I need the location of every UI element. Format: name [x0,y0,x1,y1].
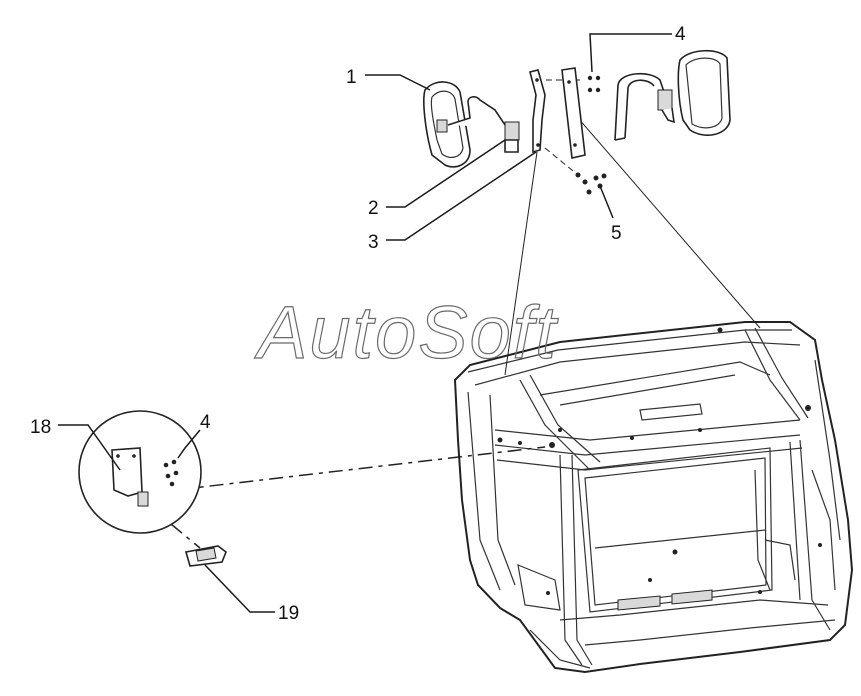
callout-3: 3 [368,232,379,253]
callout-2: 2 [368,198,379,219]
mount-plate [544,67,601,176]
callout-18: 18 [30,417,51,438]
lamp-part [184,545,227,567]
callout-4-left: 4 [200,412,211,433]
mirror-mount-bracket [529,69,580,154]
callout-leaders [58,33,672,613]
callout-19: 19 [278,603,299,624]
watermark-text: AutoSoft [254,291,559,374]
detail-circle [78,410,202,534]
callout-4-top: 4 [675,24,686,45]
cab-frame [453,321,854,674]
callout-1: 1 [346,67,357,88]
callout-5: 5 [611,223,622,244]
mounting-leader-lines [147,117,761,549]
left-mirror [423,81,520,168]
right-mirror [614,49,731,141]
